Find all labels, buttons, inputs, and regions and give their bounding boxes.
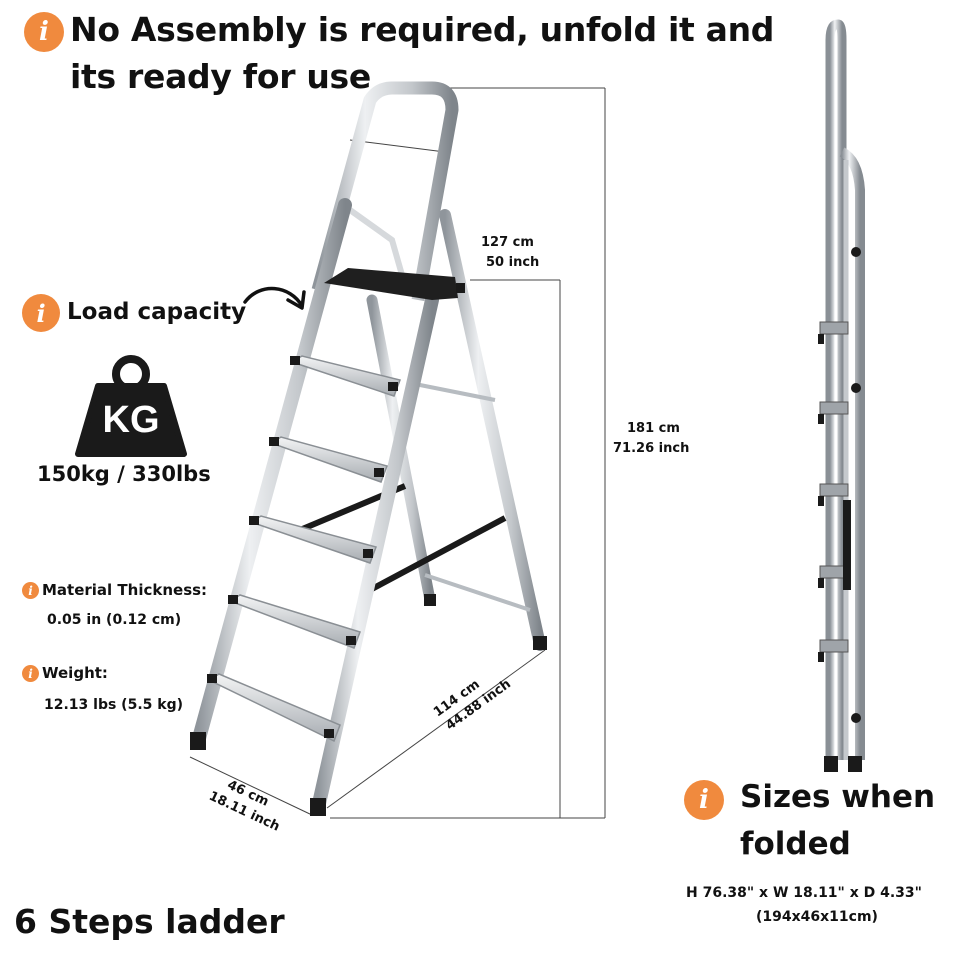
total-height-in: 71.26 inch [613, 441, 690, 456]
load-capacity-value: 150kg / 330lbs [37, 462, 211, 486]
load-capacity-label: Load capacity [67, 299, 247, 325]
platform-height-in: 50 inch [486, 255, 540, 270]
info-icon: i [22, 665, 39, 682]
folded-size-cm: (194x46x11cm) [756, 909, 878, 925]
weight-value: 12.13 lbs (5.5 kg) [44, 697, 183, 713]
folded-size-inches: H 76.38" x W 18.11" x D 4.33" [686, 885, 922, 901]
headline-line-1: No Assembly is required, unfold it and [70, 10, 775, 49]
platform-height-cm: 127 cm [481, 235, 534, 250]
info-icon: i [22, 582, 39, 599]
material-thickness-label: Material Thickness: [42, 581, 208, 599]
width-dimension: 46 cm 18.11 inch [206, 775, 290, 837]
headline-line-2: its ready for use [70, 57, 371, 96]
material-thickness-value: 0.05 in (0.12 cm) [47, 612, 182, 628]
weight-label: Weight: [42, 664, 108, 682]
folded-title-line-1: Sizes when [740, 779, 936, 815]
product-title: 6 Steps ladder [14, 902, 285, 941]
info-icon: i [684, 780, 724, 820]
info-icon: i [24, 12, 64, 52]
kg-weight-label: KG [102, 399, 160, 441]
depth-dimension: 114 cm 44.88 inch [424, 661, 515, 741]
curved-arrow-icon [243, 286, 306, 310]
folded-title-line-2: folded [740, 826, 851, 862]
total-height-cm: 181 cm [627, 421, 680, 436]
info-icon: i [22, 294, 60, 332]
